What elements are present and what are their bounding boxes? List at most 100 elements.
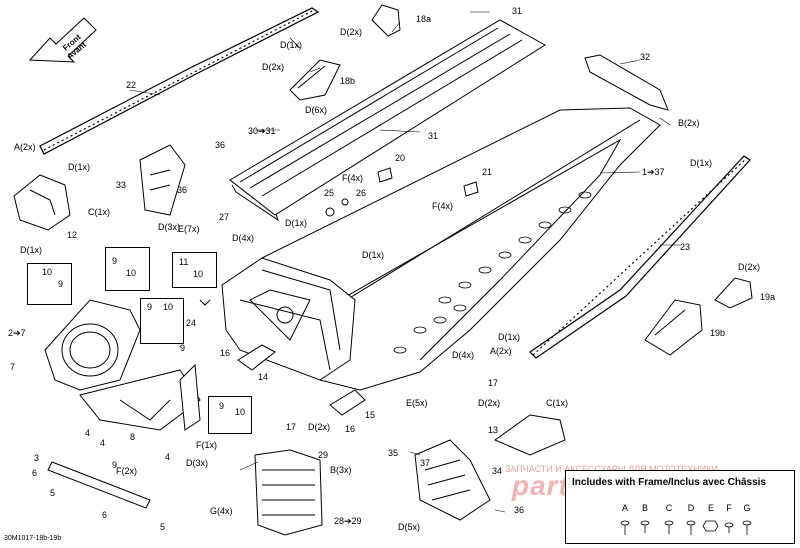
part-26 (341, 198, 349, 206)
callout-f4x: F(4x) (432, 201, 453, 211)
callout-7: 7 (10, 362, 16, 372)
reservoir-28 (254, 449, 323, 536)
callout-b3x: B(3x) (330, 465, 352, 475)
callout-a2x: A(2x) (14, 142, 36, 152)
screw-icon (742, 520, 752, 535)
callout-9: 9 (112, 460, 118, 470)
callout-d2x: D(2x) (478, 398, 500, 408)
callout-28-29: 28➔29 (334, 516, 362, 526)
callout-4: 4 (85, 428, 91, 438)
fastener-box-4: 9 10 (140, 298, 184, 344)
callout-17: 17 (488, 378, 499, 388)
callout-16: 16 (220, 348, 231, 358)
callout-36: 36 (514, 505, 525, 515)
rail-22 (39, 7, 320, 155)
box-label: 10 (42, 267, 53, 277)
callout-d1x: D(1x) (362, 250, 384, 260)
callout-1-37: 1➔37 (642, 167, 665, 177)
callout-8: 8 (130, 432, 136, 442)
callout-d1x: D(1x) (285, 218, 307, 228)
callout-19b: 19b (710, 328, 726, 338)
callout-d2x: D(2x) (738, 262, 760, 272)
legend-item-b: B (641, 503, 648, 513)
box-label: 9 (58, 279, 64, 289)
callout-e5x: E(5x) (406, 398, 428, 408)
legend-item-a: A (621, 503, 628, 513)
fastener-legend: Includes with Frame/Inclus avec Châssis … (565, 470, 795, 544)
gusset-18b (289, 59, 341, 101)
callout-32: 32 (640, 52, 651, 62)
callout-34: 34 (492, 466, 503, 476)
clip-20 (377, 167, 393, 183)
part-24 (199, 299, 211, 306)
box-label: 9 (147, 302, 153, 312)
heat-exchanger-34 (414, 439, 491, 521)
callout-12: 12 (67, 230, 78, 240)
callout-d1x: D(1x) (280, 40, 302, 50)
callout-d2x: D(2x) (340, 27, 362, 37)
diagram-code: 30M1017-18b-19b (4, 535, 62, 542)
front-suspension-frame (44, 299, 141, 391)
bracket-32 (584, 54, 669, 111)
callout-16: 16 (345, 424, 356, 434)
bracket-12 (13, 174, 71, 231)
callout-18b: 18b (340, 76, 356, 86)
gusset-19a (714, 277, 753, 309)
callout-d3x: D(3x) (158, 222, 180, 232)
fastener-box-5: 9 10 (208, 396, 252, 434)
callout-27: 27 (219, 212, 230, 222)
callout-31: 31 (512, 6, 523, 16)
screw-icon (664, 520, 674, 534)
box-label: 10 (193, 269, 204, 279)
main-tunnel (261, 107, 661, 391)
callout-6: 6 (102, 510, 108, 520)
callout-5: 5 (50, 488, 56, 498)
brace-8 (179, 363, 201, 431)
callout-31: 31 (428, 131, 439, 141)
callout-6: 6 (32, 468, 38, 478)
callout-30-31: 30➔31 (248, 126, 276, 136)
callout-a2x: A(2x) (490, 346, 512, 356)
screw-icon (620, 520, 630, 535)
clip-21 (463, 181, 479, 197)
callout-d1x: D(1x) (20, 245, 42, 255)
callout-d3x: D(3x) (186, 458, 208, 468)
callout-d6x: D(6x) (305, 105, 327, 115)
callout-b2x: B(2x) (678, 118, 700, 128)
box-label: 10 (126, 268, 137, 278)
callout-21: 21 (482, 167, 493, 177)
callout-20: 20 (395, 153, 406, 163)
callout-29: 29 (318, 450, 329, 460)
watermark-caption: ЗАПЧАСТИ И АКСЕССУАРЫ ДЛЯ МОТОТЕХНИКИ (505, 464, 718, 474)
callout-37: 37 (420, 458, 431, 468)
fastener-box-1: 10 9 (27, 263, 72, 305)
bracket-33 (139, 144, 186, 216)
gusset-19b (644, 299, 703, 356)
callout-13: 13 (488, 425, 499, 435)
fastener-box-3: 11 10 (172, 252, 217, 288)
plate-15 (329, 389, 366, 416)
callout-19a: 19a (760, 292, 776, 302)
part-25 (325, 207, 335, 217)
box-label: 11 (179, 257, 189, 267)
callout-d5x: D(5x) (398, 522, 420, 532)
lower-bumper (79, 369, 201, 431)
callout-17: 17 (286, 422, 297, 432)
callout-33: 33 (116, 180, 127, 190)
callout-36: 36 (215, 140, 226, 150)
callout-g4x: G(4x) (210, 506, 233, 516)
callout-14: 14 (258, 372, 269, 382)
fastener-icons (620, 520, 752, 535)
callout-2-7: 2➔7 (8, 328, 26, 338)
rail-23 (529, 155, 751, 359)
gusset-18a (371, 4, 401, 37)
callout-c1x: C(1x) (546, 398, 568, 408)
screw-icon (640, 520, 650, 533)
callout-26: 26 (356, 188, 367, 198)
callout-f4x: F(4x) (342, 173, 363, 183)
callout-4: 4 (165, 452, 171, 462)
callout-d1x: D(1x) (498, 332, 520, 342)
callout-24: 24 (186, 318, 197, 328)
fastener-box-2: 9 10 (105, 247, 150, 291)
